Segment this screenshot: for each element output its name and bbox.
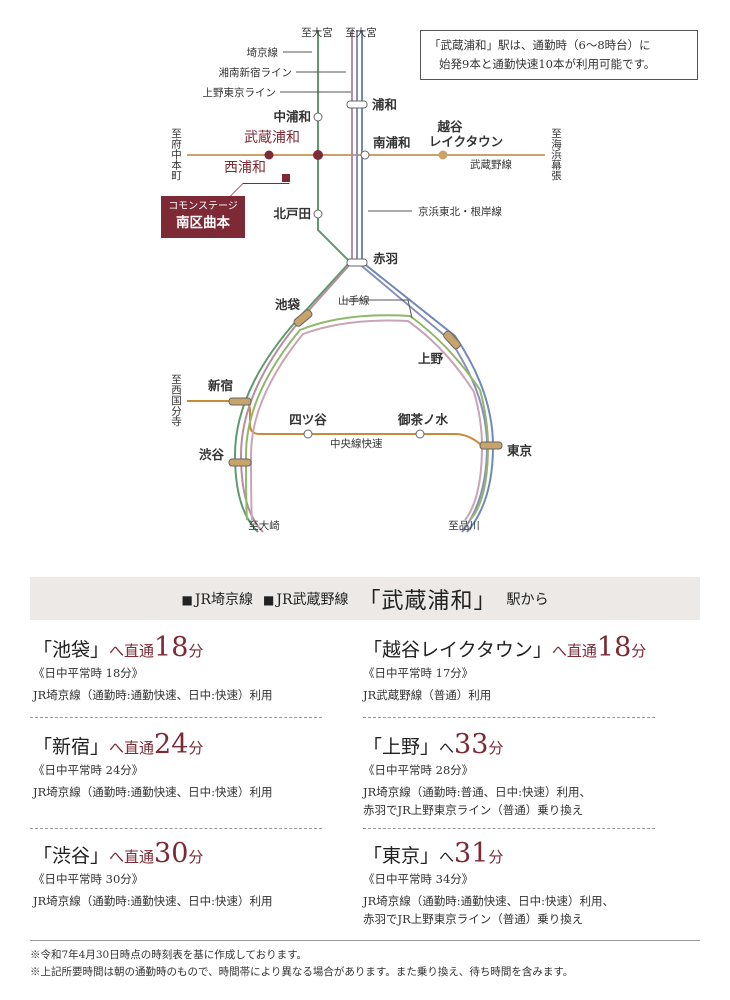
station-ochanomizu: 御茶ノ水 — [397, 412, 449, 427]
station-yotsuya: 四ツ谷 — [289, 412, 327, 427]
station-shinjuku: 新宿 — [208, 378, 233, 393]
musashino-line-label: 武蔵野線 — [470, 158, 512, 171]
divider — [363, 828, 655, 829]
banner-from: 駅から — [506, 591, 549, 608]
commute-note: 「武蔵浦和」駅は、通勤時（6〜8時台）に 始発9本と通勤快速10本が利用可能です… — [420, 30, 698, 80]
commute-note-line-2: 始発9本と通勤快速10本が利用可能です。 — [439, 57, 656, 71]
route-card-shinjuku: 「新宿」へ直通24分 《日中平常時 24分》 JR埼京線（通勤時:通勤快速、日中… — [33, 729, 328, 801]
route-line: JR埼京線（通勤時:普通、日中:快速）利用、 — [363, 785, 592, 799]
route-sub: 《日中平常時 30分》 — [33, 872, 144, 886]
keihin-line-label: 京浜東北・根岸線 — [418, 205, 502, 218]
direction-fuchu: 至府中本町 — [170, 128, 182, 181]
route-sub: 《日中平常時 17分》 — [363, 666, 474, 680]
shonan-line-label: 湘南新宿ライン — [219, 66, 293, 79]
footnote-1: ※令和7年4月30日時点の時刻表を基に作成しております。 — [30, 949, 308, 961]
direction-kaihin: 至海浜幕張 — [550, 128, 562, 181]
saikyo-line-label: 埼京線 — [247, 46, 279, 59]
station-akabane: 赤羽 — [373, 251, 398, 266]
ochanomizu-station-marker — [415, 429, 425, 439]
route-sub: 《日中平常時 34分》 — [363, 872, 474, 886]
route-line: JR埼京線（通勤時:通勤快速、日中:快速）利用、 — [363, 894, 615, 908]
route-card-tokyo: 「東京」へ31分 《日中平常時 34分》 JR埼京線（通勤時:通勤快速、日中:快… — [363, 838, 658, 928]
direction-shinagawa: 至品川 — [448, 520, 480, 532]
yamanote-line-label: 山手線 — [338, 294, 370, 307]
station-ikebukuro: 池袋 — [275, 297, 301, 312]
omiya-label-1: 至大宮 — [301, 26, 333, 39]
ueno-tokyo-line — [356, 30, 489, 533]
nishiurawa-station-marker — [264, 150, 274, 160]
route-line: JR埼京線（通勤時:通勤快速、日中:快速）利用 — [33, 688, 273, 702]
station-kitatoda: 北戸田 — [273, 206, 311, 221]
divider — [30, 717, 322, 718]
chuo-line-label: 中央線快速 — [330, 437, 383, 450]
akabane-station-marker — [346, 258, 368, 267]
banner-line-1: ■JR埼京線 — [181, 591, 253, 608]
minamiurawa-station-marker — [360, 150, 370, 160]
site-label-line-2: 南区曲本 — [176, 215, 230, 231]
direction-nishikokubunji: 至西国分寺 — [170, 374, 182, 427]
kitatoda-station-marker — [313, 209, 323, 219]
shinjuku-station-marker — [228, 397, 252, 406]
site-label-line-1: コモンステージ — [168, 201, 238, 212]
commute-note-line-1: 「武蔵浦和」駅は、通勤時（6〜8時台）に — [429, 38, 651, 52]
divider — [30, 828, 322, 829]
omiya-label-2: 至大宮 — [345, 26, 377, 39]
route-card-ikebukuro: 「池袋」へ直通18分 《日中平常時 18分》 JR埼京線（通勤時:通勤快速、日中… — [33, 632, 328, 704]
shibuya-station-marker — [228, 458, 252, 467]
route-sub: 《日中平常時 28分》 — [363, 763, 474, 777]
saikyo-line — [233, 30, 352, 533]
site-marker — [282, 174, 290, 182]
keihin-line — [361, 30, 495, 533]
station-nishiurawa: 西浦和 — [224, 160, 266, 176]
route-card-shibuya: 「渋谷」へ直通30分 《日中平常時 30分》 JR埼京線（通勤時:通勤快速、日中… — [33, 838, 328, 910]
footnote-2: ※上記所要時間は朝の通勤時のもので、時間帯により異なる場合があります。また乗り換… — [30, 966, 574, 978]
musashiurawa-station-marker — [313, 150, 323, 160]
route-line: JR武蔵野線（普通）利用 — [363, 688, 492, 702]
shonan-line — [239, 30, 353, 533]
station-urawa: 浦和 — [372, 97, 397, 112]
ikebukuro-station-marker — [293, 309, 313, 327]
nakaurawa-station-marker — [313, 112, 323, 122]
banner-line-2: ■JR武蔵野線 — [262, 591, 349, 608]
station-koshigaya-2: レイクタウン — [429, 134, 503, 149]
ueno-station-marker — [443, 330, 461, 350]
ueno-tokyo-line-label: 上野東京ライン — [203, 86, 277, 99]
yotsuya-station-marker — [303, 429, 313, 439]
route-line: JR埼京線（通勤時:通勤快速、日中:快速）利用 — [33, 785, 273, 799]
route-map: 至大宮 至大宮 埼京線 湘南新宿ライン 上野東京ライン 京浜東北・根岸線 武蔵野… — [170, 26, 562, 533]
footnotes: ※令和7年4月30日時点の時刻表を基に作成しております。 ※上記所要時間は朝の通… — [30, 940, 700, 981]
route-line: 赤羽でJR上野東京ライン（普通）乗り換え — [363, 803, 584, 817]
koshigaya-station-marker — [438, 150, 448, 160]
tokyo-station-marker — [479, 441, 503, 450]
route-card-koshigaya: 「越谷レイクタウン」へ直通18分 《日中平常時 17分》 JR武蔵野線（普通）利… — [363, 632, 658, 704]
station-tokyo: 東京 — [507, 443, 533, 458]
access-banner: ■JR埼京線 ■JR武蔵野線 「武蔵浦和」 駅から — [30, 577, 700, 620]
station-koshigaya-1: 越谷 — [436, 119, 463, 134]
station-ueno: 上野 — [418, 351, 444, 366]
station-minamiurawa: 南浦和 — [373, 135, 411, 150]
route-card-ueno: 「上野」へ33分 《日中平常時 28分》 JR埼京線（通勤時:普通、日中:快速）… — [363, 729, 658, 819]
route-sub: 《日中平常時 24分》 — [33, 763, 144, 777]
direction-osaki: 至大崎 — [248, 519, 280, 532]
banner-station: 「武蔵浦和」 — [358, 588, 497, 614]
divider — [363, 717, 655, 718]
station-musashiurawa: 武蔵浦和 — [244, 130, 300, 146]
site-label: コモンステージ 南区曲本 — [161, 196, 245, 238]
route-line: 赤羽でJR上野東京ライン（普通）乗り換え — [363, 912, 584, 926]
route-line: JR埼京線（通勤時:通勤快速、日中:快速）利用 — [33, 894, 273, 908]
urawa-station-marker — [346, 100, 368, 109]
station-shibuya: 渋谷 — [199, 447, 225, 462]
station-nakaurawa: 中浦和 — [273, 109, 311, 124]
route-sub: 《日中平常時 18分》 — [33, 666, 144, 680]
